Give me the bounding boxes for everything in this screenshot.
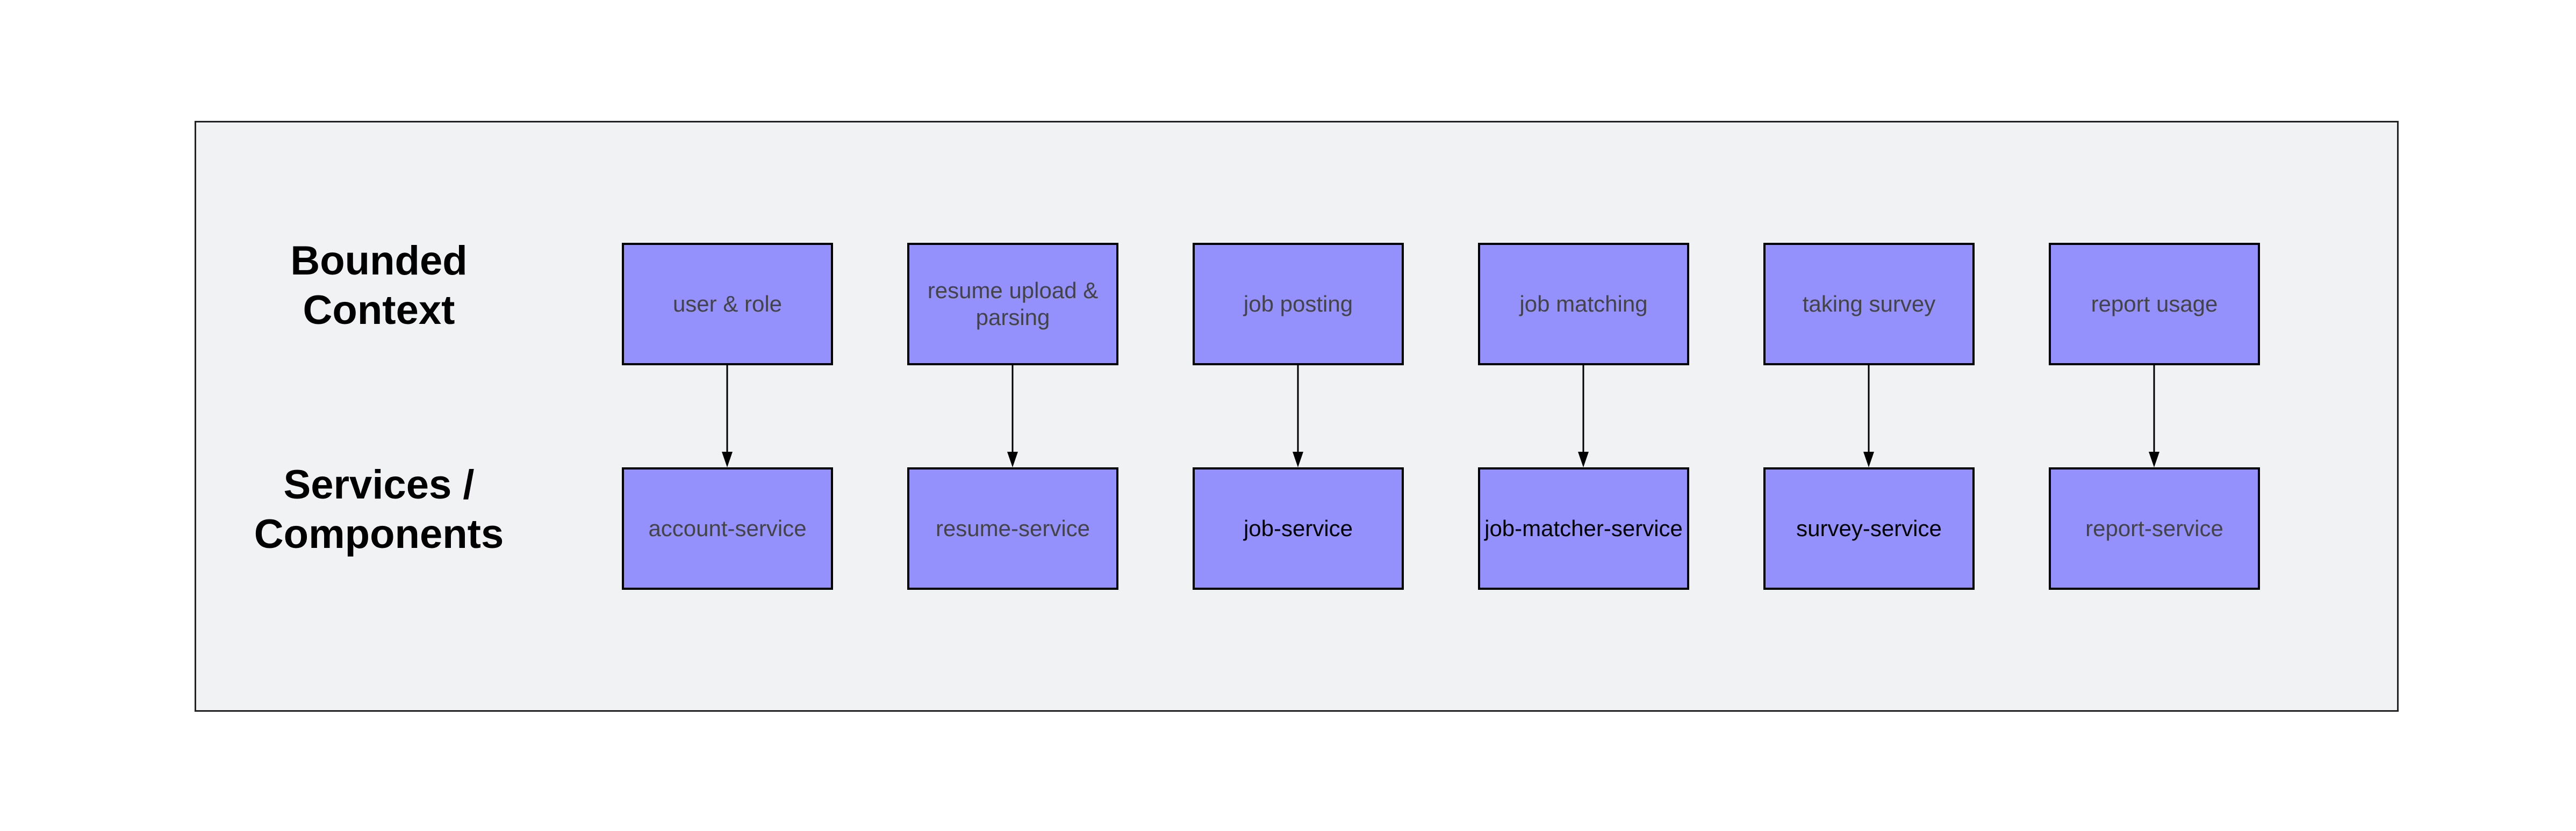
row-label-line: Context: [303, 287, 455, 333]
diagram-panel: [195, 121, 2399, 712]
context-node-label: report usage: [2091, 291, 2218, 316]
context-node-resume-upload-parsing: resume upload & parsing: [907, 243, 1118, 365]
context-node-job-matching: job matching: [1478, 243, 1689, 365]
service-node-survey-service: survey-service: [1763, 467, 1975, 590]
row-label-services-components: Services / Components: [191, 460, 567, 559]
service-node-label: job-service: [1243, 516, 1353, 541]
service-node-label: report-service: [2085, 516, 2223, 541]
context-node-report-usage: report usage: [2049, 243, 2260, 365]
service-node-label: resume-service: [935, 516, 1090, 541]
row-label-line: Components: [254, 511, 504, 557]
service-node-job-service: job-service: [1193, 467, 1404, 590]
row-label-line: Bounded: [290, 238, 468, 284]
context-node-label: job matching: [1519, 291, 1648, 316]
context-node-label: resume upload &: [927, 278, 1099, 303]
context-node-user-role: user & role: [622, 243, 833, 365]
context-node-job-posting: job posting: [1193, 243, 1404, 365]
service-node-label: survey-service: [1796, 516, 1942, 541]
row-label-bounded-context: Bounded Context: [191, 236, 567, 335]
row-label-line: Services /: [283, 462, 475, 508]
context-node-label: job posting: [1243, 291, 1353, 316]
service-node-resume-service: resume-service: [907, 467, 1118, 590]
context-node-label: user & role: [672, 291, 783, 316]
service-node-label: job-matcher-service: [1484, 516, 1683, 541]
context-node-label: taking survey: [1802, 291, 1936, 316]
context-node-taking-survey: taking survey: [1763, 243, 1975, 365]
context-node-label: parsing: [975, 305, 1050, 330]
service-node-account-service: account-service: [622, 467, 833, 590]
service-node-report-service: report-service: [2049, 467, 2260, 590]
service-node-job-matcher-service: job-matcher-service: [1478, 467, 1689, 590]
service-node-label: account-service: [648, 516, 807, 541]
